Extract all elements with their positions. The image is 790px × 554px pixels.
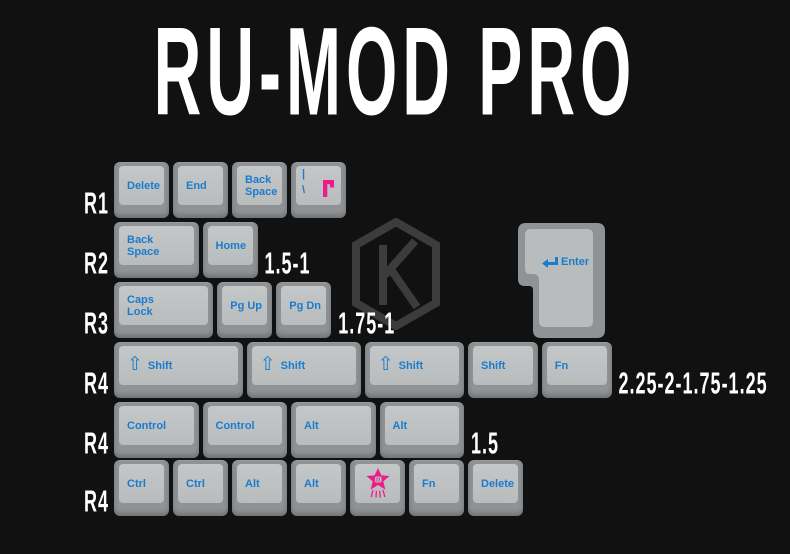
key-shift: ⇧ Shift: [246, 342, 361, 398]
return-arrow-icon: [542, 256, 558, 268]
shift-arrow-icon: ⇧: [259, 352, 276, 375]
key-legend: Alt: [245, 477, 260, 490]
key-back-space: Back Space: [232, 162, 287, 218]
key-back-space: Back Space: [114, 222, 199, 278]
keycap-top: ⇧ Shift: [119, 346, 238, 385]
key-pg-up: Pg Up: [217, 282, 273, 338]
size-note: 2.25-2-1.75-1.25: [618, 366, 768, 401]
key-legend: Delete: [481, 477, 515, 490]
key-legend: Shift: [398, 359, 424, 372]
key-legend: Fn: [422, 477, 436, 490]
keycap-top: Shift: [473, 346, 533, 385]
key-pg-dn: Pg Dn: [276, 282, 332, 338]
keycap-top: [355, 464, 400, 503]
key-control: Control: [202, 402, 287, 458]
key-legend: Ctrl: [186, 477, 205, 490]
row-label-3: R3: [84, 306, 110, 341]
row-label-5: R4: [84, 426, 110, 461]
key-home: Home: [202, 222, 258, 278]
keycap-top: Back Space: [119, 226, 194, 265]
row-label-6: R4: [84, 484, 110, 519]
key-fn: Fn: [409, 460, 464, 516]
key-legend: Fn: [554, 359, 569, 372]
keycap-top: Back Space: [237, 166, 282, 205]
key-delete: Delete: [114, 162, 169, 218]
key-legend: Control: [215, 419, 255, 432]
keycap-top: Delete: [473, 464, 518, 503]
key-alt: Alt: [379, 402, 464, 458]
keycap-top: Control: [119, 406, 194, 445]
key-legend: Alt: [304, 419, 319, 432]
keycap-top: Caps Lock: [119, 286, 209, 325]
key-caps-lock: Caps Lock: [114, 282, 214, 338]
title: RU-MOD PRO: [153, 0, 637, 142]
key-legend: Control: [127, 419, 167, 432]
key-shift: Shift: [468, 342, 538, 398]
key-legend: Shift: [147, 359, 173, 372]
keycap-top: Home: [207, 226, 253, 265]
key-legend: Shift: [481, 359, 506, 372]
keycap-top: Pg Up: [222, 286, 268, 325]
keycap-top: ⇧ Shift: [369, 346, 459, 385]
keycap-top: Alt: [237, 464, 282, 503]
size-note: 1.75-1: [338, 306, 396, 341]
key-fist-star: [350, 460, 405, 516]
brand-hexagon-k-logo: [352, 218, 440, 330]
key-end: End: [173, 162, 228, 218]
key-legend: Delete: [127, 179, 161, 192]
key-shift: ⇧ Shift: [364, 342, 464, 398]
key-legend: Back Space: [127, 233, 160, 258]
row-label-1: R1: [84, 186, 110, 221]
key-legend: Home: [215, 239, 247, 252]
key-legend: Shift: [280, 359, 306, 372]
key-delete: Delete: [468, 460, 523, 516]
key-iso-enter: Enter: [518, 223, 605, 338]
row-label-4: R4: [84, 366, 110, 401]
key-legend: Pg Up: [230, 299, 263, 312]
key-alt: Alt: [232, 460, 287, 516]
key-shift: ⇧ Shift: [114, 342, 243, 398]
pink-ge-glyph-icon: [323, 180, 334, 197]
keycap-top: Fn: [414, 464, 459, 503]
key-legend: Caps Lock: [127, 293, 154, 318]
iso-enter-shape: [518, 223, 605, 338]
keycap-top: Ctrl: [119, 464, 164, 503]
backslash-legend: \: [302, 184, 306, 196]
row-label-2: R2: [84, 246, 110, 281]
keycap-top: Control: [207, 406, 282, 445]
key-legend: Alt: [304, 477, 319, 490]
keycap-top: |\: [296, 166, 341, 205]
keycap-top: ⇧ Shift: [251, 346, 356, 385]
enter-key-label: Enter: [561, 256, 590, 268]
keycap-top: End: [178, 166, 223, 205]
key-legend: Ctrl: [127, 477, 146, 490]
keycap-top: Delete: [119, 166, 164, 205]
key-legend: Alt: [392, 419, 408, 432]
key-legend: Back Space: [245, 173, 278, 198]
key-fn: Fn: [541, 342, 612, 398]
key-pink-ge: |\: [291, 162, 346, 218]
shift-arrow-icon: ⇧: [127, 352, 143, 375]
key-legend: Pg Dn: [289, 299, 322, 312]
pipe-legend: |: [302, 168, 306, 180]
key-ctrl: Ctrl: [114, 460, 169, 516]
keycap-top: Fn: [546, 346, 607, 385]
key-control: Control: [114, 402, 199, 458]
key-alt: Alt: [291, 402, 376, 458]
key-ctrl: Ctrl: [173, 460, 228, 516]
keycap-top: Alt: [384, 406, 459, 445]
pink-ge-glyph: [323, 180, 335, 202]
keycap-top: Ctrl: [178, 464, 223, 503]
shift-arrow-icon: ⇧: [377, 352, 394, 375]
keycap-top: Pg Dn: [281, 286, 327, 325]
key-legend: End: [186, 179, 207, 192]
keycap-top: Alt: [296, 464, 341, 503]
size-note: 1.5-1: [264, 246, 311, 281]
size-note: 1.5: [471, 426, 500, 461]
key-alt: Alt: [291, 460, 346, 516]
fist-star-icon: [365, 468, 390, 498]
keycap-top: Alt: [296, 406, 371, 445]
